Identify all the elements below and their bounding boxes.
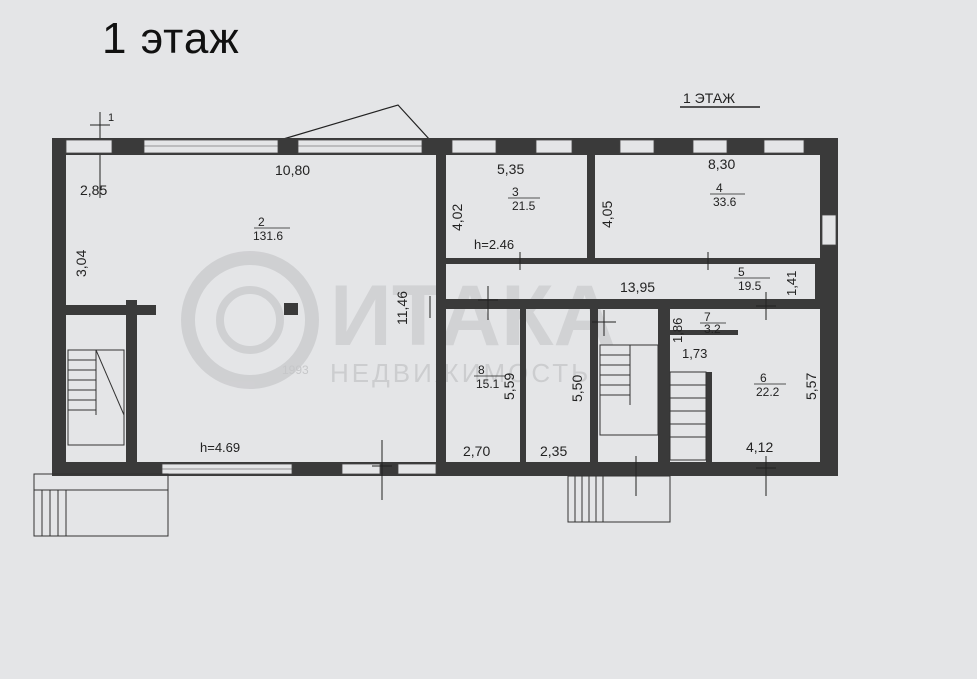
room-5: 5 19.5 bbox=[734, 265, 770, 293]
watermark-brand: ИТАКА bbox=[330, 268, 616, 364]
svg-text:19.5: 19.5 bbox=[738, 279, 762, 293]
dimension-labels: 2,85 10,80 5,35 8,30 13,95 2,70 2,35 4,1… bbox=[73, 156, 819, 459]
dim-535: 5,35 bbox=[497, 161, 524, 177]
height-main: h=4.69 bbox=[200, 440, 240, 455]
dim-270: 2,70 bbox=[463, 443, 490, 459]
room-8: 8 15.1 bbox=[474, 363, 506, 391]
room-2: 2 131.6 bbox=[253, 215, 290, 243]
svg-text:5: 5 bbox=[738, 265, 745, 279]
dim-285: 2,85 bbox=[80, 182, 107, 198]
dim-186: 1,86 bbox=[670, 318, 685, 343]
page-title: 1 этаж bbox=[102, 14, 240, 63]
entrance-steps-right bbox=[567, 475, 671, 523]
svg-text:3.2: 3.2 bbox=[704, 322, 721, 336]
dim-557: 5,57 bbox=[803, 373, 819, 400]
dim-1395: 13,95 bbox=[620, 279, 655, 295]
svg-text:22.2: 22.2 bbox=[756, 385, 780, 399]
roof-outline bbox=[279, 104, 431, 141]
watermark-year: 1993 bbox=[282, 363, 309, 377]
watermark-subtitle: НЕДВИЖИМОСТЬ bbox=[330, 358, 591, 388]
entrance-steps-left bbox=[33, 473, 169, 537]
staircase-left bbox=[67, 349, 125, 446]
door-markers bbox=[372, 252, 776, 500]
svg-text:4: 4 bbox=[716, 181, 723, 195]
dim-304: 3,04 bbox=[73, 250, 89, 277]
svg-text:3: 3 bbox=[512, 185, 519, 199]
dim-141: 1,41 bbox=[784, 271, 799, 296]
svg-text:33.6: 33.6 bbox=[713, 195, 737, 209]
dim-550: 5,50 bbox=[569, 375, 585, 402]
dim-173: 1,73 bbox=[682, 346, 707, 361]
svg-text:2: 2 bbox=[258, 215, 265, 229]
svg-text:6: 6 bbox=[760, 371, 767, 385]
watermark-logo-icon bbox=[181, 251, 319, 389]
room-labels: 2 131.6 3 21.5 4 33.6 5 19.5 6 22.2 7 3.… bbox=[253, 181, 786, 399]
dim-405: 4,05 bbox=[599, 201, 615, 228]
height-right: h=2.46 bbox=[474, 237, 514, 252]
dim-235: 2,35 bbox=[540, 443, 567, 459]
dim-402: 4,02 bbox=[449, 204, 465, 231]
room-6: 6 22.2 bbox=[754, 371, 786, 399]
staircase-right bbox=[599, 344, 707, 461]
room-3: 3 21.5 bbox=[508, 185, 540, 213]
dim-559: 5,59 bbox=[501, 373, 517, 400]
svg-text:8: 8 bbox=[478, 363, 485, 377]
svg-text:1: 1 bbox=[108, 112, 114, 124]
svg-text:131.6: 131.6 bbox=[253, 229, 283, 243]
dim-1146: 11,46 bbox=[394, 291, 410, 325]
room-4: 4 33.6 bbox=[710, 181, 745, 209]
dim-830: 8,30 bbox=[708, 156, 735, 172]
room-7: 7 3.2 bbox=[700, 310, 726, 336]
watermark: ИТАКА 1993 НЕДВИЖИМОСТЬ bbox=[181, 251, 616, 389]
dim-412: 4,12 bbox=[746, 439, 773, 455]
svg-text:7: 7 bbox=[704, 310, 711, 324]
dim-1080: 10,80 bbox=[275, 162, 310, 178]
svg-text:21.5: 21.5 bbox=[512, 199, 536, 213]
plan-title: 1 ЭТАЖ bbox=[683, 90, 735, 106]
svg-text:15.1: 15.1 bbox=[476, 377, 500, 391]
